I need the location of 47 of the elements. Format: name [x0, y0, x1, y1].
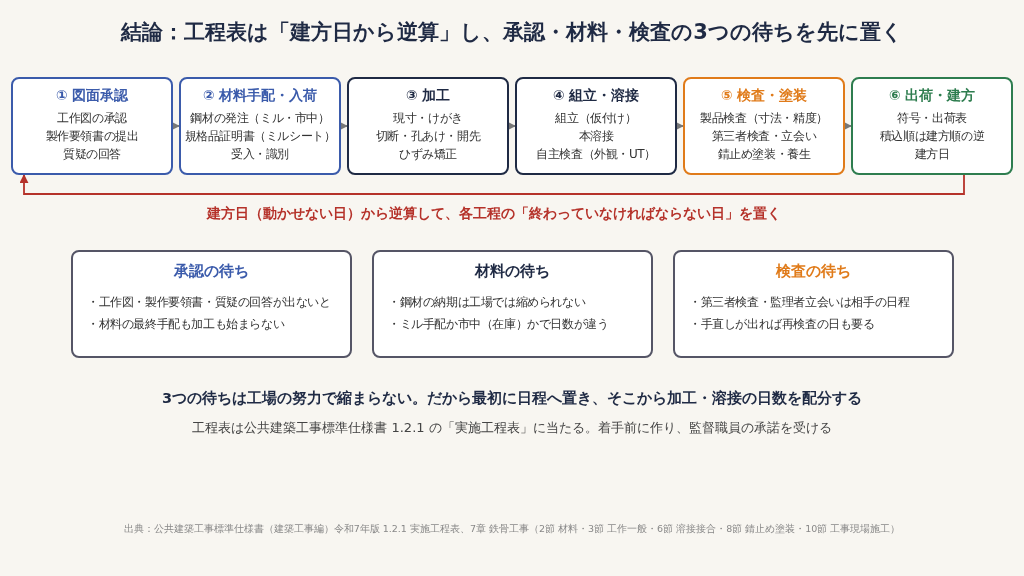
box-title: 材料の待ち — [475, 262, 550, 281]
box-item: 第三者検査・立会い — [711, 128, 817, 145]
box-title: ② 材料手配・入荷 — [202, 87, 318, 105]
box-item: 現寸・けがき — [393, 110, 463, 127]
note-text: 工程表は公共建築工事標準仕様書 1.2.1 の「実施工程表」に当たる。着手前に作り、監督職員の承諾を受ける — [192, 420, 832, 435]
process-box — [683, 77, 845, 175]
box-item: 鋼材の発注（ミル・市中） — [190, 110, 330, 127]
box-item: 製作要領書の提出 — [45, 128, 139, 145]
box-item: 建方日 — [914, 146, 950, 163]
summary-text: 3つの待ちは工場の努力で縮まらない。だから最初に日程へ置き、そこから加工・溶接の日数を配分する — [161, 390, 863, 406]
info-card — [372, 250, 653, 358]
box-item: ・鋼材の納期は工場では縮められない — [388, 294, 586, 311]
process-box — [11, 77, 173, 175]
info-card — [673, 250, 954, 358]
box-item: 自主検査（外観・UT） — [536, 146, 656, 163]
box-item: 錆止め塗装・養生 — [717, 146, 811, 163]
process-box — [515, 77, 677, 175]
box-item: 規格品証明書（ミルシート） — [184, 128, 336, 145]
info-card — [71, 250, 352, 358]
box-title: 承認の待ち — [174, 262, 249, 281]
box-item: 受入・識別 — [231, 146, 289, 163]
process-box — [851, 77, 1013, 175]
box-item: 工作図の承認 — [57, 110, 127, 127]
box-title: 検査の待ち — [776, 262, 851, 281]
box-item: ・工作図・製作要領書・質疑の回答が出ないと — [87, 294, 331, 311]
arrow — [19, 174, 965, 195]
box-title: ⑥ 出荷・建方 — [888, 87, 976, 105]
box-item: ・材料の最終手配も加工も始まらない — [87, 316, 285, 333]
box-item: ・手直しが出れば再検査の日も要る — [689, 316, 875, 333]
box-item: 本溶接 — [578, 128, 614, 145]
box-item: ・第三者検査・監理者立会いは相手の日程 — [689, 294, 910, 311]
box-item: 製品検査（寸法・精度） — [700, 110, 828, 127]
box-item: 積込順は建方順の逆 — [879, 128, 985, 145]
box-item: 切断・孔あけ・開先 — [375, 128, 481, 145]
box-item: 質疑の回答 — [63, 146, 121, 163]
box-item: 符号・出荷表 — [897, 110, 967, 127]
box-item: ひずみ矯正 — [399, 146, 457, 163]
box-item: ・ミル手配か市中（在庫）かで日数が違う — [388, 316, 609, 333]
box-item: 組立（仮付け） — [555, 110, 637, 127]
process-box — [179, 77, 341, 175]
box-title: ⑤ 検査・塗装 — [720, 87, 808, 105]
box-title: ④ 組立・溶接 — [552, 87, 640, 105]
source-note: 出典：公共建築工事標準仕様書（建築工事編）令和7年版 1.2.1 実施工程表、7章 鉄骨工事（2節 材料・3節 工作一般・6節 溶接接合・8節 錆止め塗装・10節 工事現場施工） — [123, 523, 901, 534]
box-title: ① 図面承認 — [55, 87, 129, 105]
box-title: ③ 加工 — [405, 87, 451, 105]
title-heading: 結論：工程表は「建方日から逆算」し、承認・材料・検査の3つの待ちを先に置く — [119, 19, 904, 46]
process-box — [347, 77, 509, 175]
